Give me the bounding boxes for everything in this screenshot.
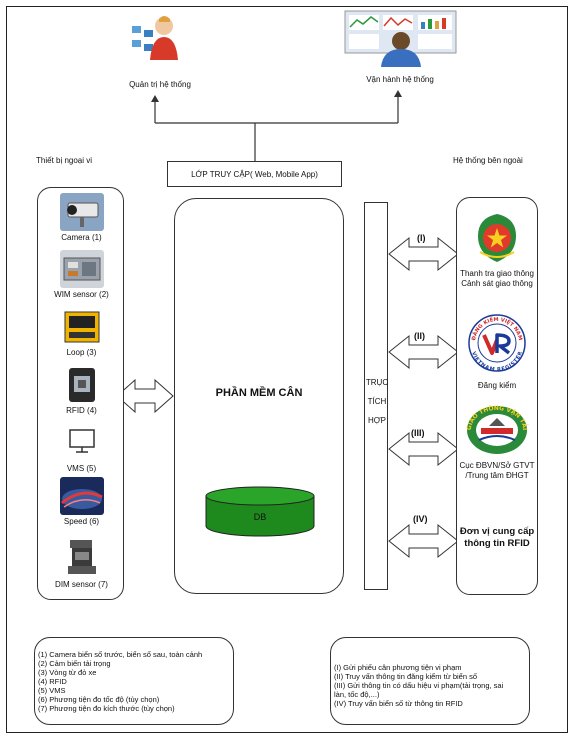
device-label: DIM sensor (7) — [55, 580, 108, 589]
bus-line: TÍCH — [367, 397, 387, 406]
device-dim-sensor: DIM sensor (7) — [44, 534, 119, 589]
arrow-label-I: (I) — [417, 233, 426, 243]
camera-icon — [59, 193, 104, 231]
admin-label: Quản trị hệ thống — [129, 80, 191, 89]
external-transport-department: GIAO THÔNG VẬN TẢI Cục ĐBVN/Sở GTVT /Tru… — [456, 404, 538, 481]
wim-sensor-icon — [59, 250, 104, 288]
vietnam-register-logo-icon: ĐĂNG KIỂM VIỆT NAM VIETNAM REGISTER — [468, 314, 526, 373]
label-line: Cảnh sát giao thông — [461, 279, 533, 288]
external-rfid-provider: Đơn vị cung cấp thông tin RFID — [456, 526, 538, 550]
speed-icon — [59, 477, 104, 515]
external-transport-label: Cục ĐBVN/Sở GTVT /Trung tâm ĐHGT — [456, 461, 538, 481]
device-wim-sensor: WIM sensor (2) — [44, 250, 119, 299]
device-label: WIM sensor (2) — [54, 290, 109, 299]
label-line: thông tin RFID — [464, 538, 530, 549]
right-section-title: Hệ thống bên ngoài — [453, 156, 523, 165]
admin-user-icon — [130, 10, 184, 65]
device-vms: VMS (5) — [44, 424, 119, 473]
integration-notes: (I) Gửi phiếu cân phương tiện vi phạm (I… — [334, 663, 503, 708]
device-rfid: RFID (4) — [44, 366, 119, 415]
note-line: (III) Gửi thông tin có dấu hiệu vi phạm(… — [334, 681, 504, 690]
device-loop: Loop (3) — [44, 308, 119, 357]
note-line: (5) VMS — [38, 686, 66, 695]
label-line: Đơn vị cung cấp — [459, 526, 535, 537]
external-rfid-label: Đơn vị cung cấp thông tin RFID — [456, 526, 538, 550]
operator-icon — [343, 9, 458, 67]
device-label: Loop (3) — [66, 348, 97, 357]
note-line: (IV) Truy vấn biển số từ thông tin RFID — [334, 699, 463, 708]
device-label: Speed (6) — [63, 517, 100, 526]
double-arrow-IV — [388, 523, 459, 559]
database-cylinder — [205, 486, 315, 537]
arrow-label-IV: (IV) — [413, 514, 428, 524]
note-line: (7) Phương tiện đo kích thước (tùy chọn) — [38, 704, 175, 713]
police-emblem-icon — [478, 214, 516, 262]
external-police-label: Thanh tra giao thông Cảnh sát giao thông — [456, 269, 538, 289]
dim-sensor-icon — [59, 534, 104, 578]
page-frame — [6, 6, 568, 733]
external-register-label: Đăng kiểm — [477, 381, 517, 390]
label-line: Cục ĐBVN/Sở GTVT — [459, 461, 535, 470]
double-arrow-devices-main — [116, 378, 174, 414]
label-line: Thanh tra giao thông — [460, 269, 534, 278]
transport-emblem-icon: GIAO THÔNG VẬN TẢI — [466, 405, 529, 454]
arrowhead-admin — [151, 95, 159, 102]
main-software-title: PHẦN MỀM CÂN — [215, 387, 303, 399]
note-line: (1) Camera biển số trước, biển số sau, t… — [38, 650, 203, 659]
integration-notes-box — [330, 637, 530, 725]
bus-line: TRỤC — [365, 378, 389, 387]
left-section-title: Thiết bị ngoại vi — [36, 156, 93, 165]
note-line: làn, tốc độ,...) — [334, 690, 380, 699]
note-line: (I) Gửi phiếu cân phương tiện vi phạm — [334, 663, 462, 672]
device-label: VMS (5) — [66, 464, 97, 473]
external-register: ĐĂNG KIỂM VIỆT NAM VIETNAM REGISTER Đăng… — [456, 313, 538, 391]
note-line: (4) RFID — [38, 677, 67, 686]
arrow-label-III: (III) — [411, 428, 425, 438]
access-layer-box: LỚP TRUY CẬP( Web, Mobile App) — [167, 161, 342, 187]
note-line: (2) Cảm biến tải trọng — [38, 659, 111, 668]
device-camera: Camera (1) — [44, 193, 119, 242]
note-line: (6) Phương tiện đo tốc độ (tùy chọn) — [38, 695, 160, 704]
device-label: RFID (4) — [66, 406, 97, 415]
rfid-icon — [59, 366, 104, 404]
external-police: Thanh tra giao thông Cảnh sát giao thông — [456, 212, 538, 289]
device-speed: Speed (6) — [44, 477, 119, 526]
arrowhead-operator — [394, 90, 402, 97]
loop-detector-icon — [59, 308, 104, 346]
bus-line: HỢP — [368, 416, 386, 425]
device-label: Camera (1) — [61, 233, 102, 242]
database-label: DB — [253, 512, 267, 522]
device-notes-box — [34, 637, 234, 725]
operator-label: Vận hành hệ thống — [366, 75, 434, 84]
label-line: /Trung tâm ĐHGT — [465, 471, 529, 480]
integration-bus: TRỤC TÍCH HỢP — [364, 202, 388, 590]
device-notes: (1) Camera biển số trước, biển số sau, t… — [38, 650, 202, 713]
note-line: (II) Truy vấn thông tin đăng kiểm từ biể… — [334, 672, 478, 681]
integration-bus-label: TRỤC TÍCH HỢP — [365, 373, 389, 430]
monitor-icon — [59, 424, 104, 462]
note-line: (3) Vòng từ đỏ xe — [38, 668, 97, 677]
external-systems-box — [456, 197, 538, 595]
arrow-label-II: (II) — [414, 331, 425, 341]
